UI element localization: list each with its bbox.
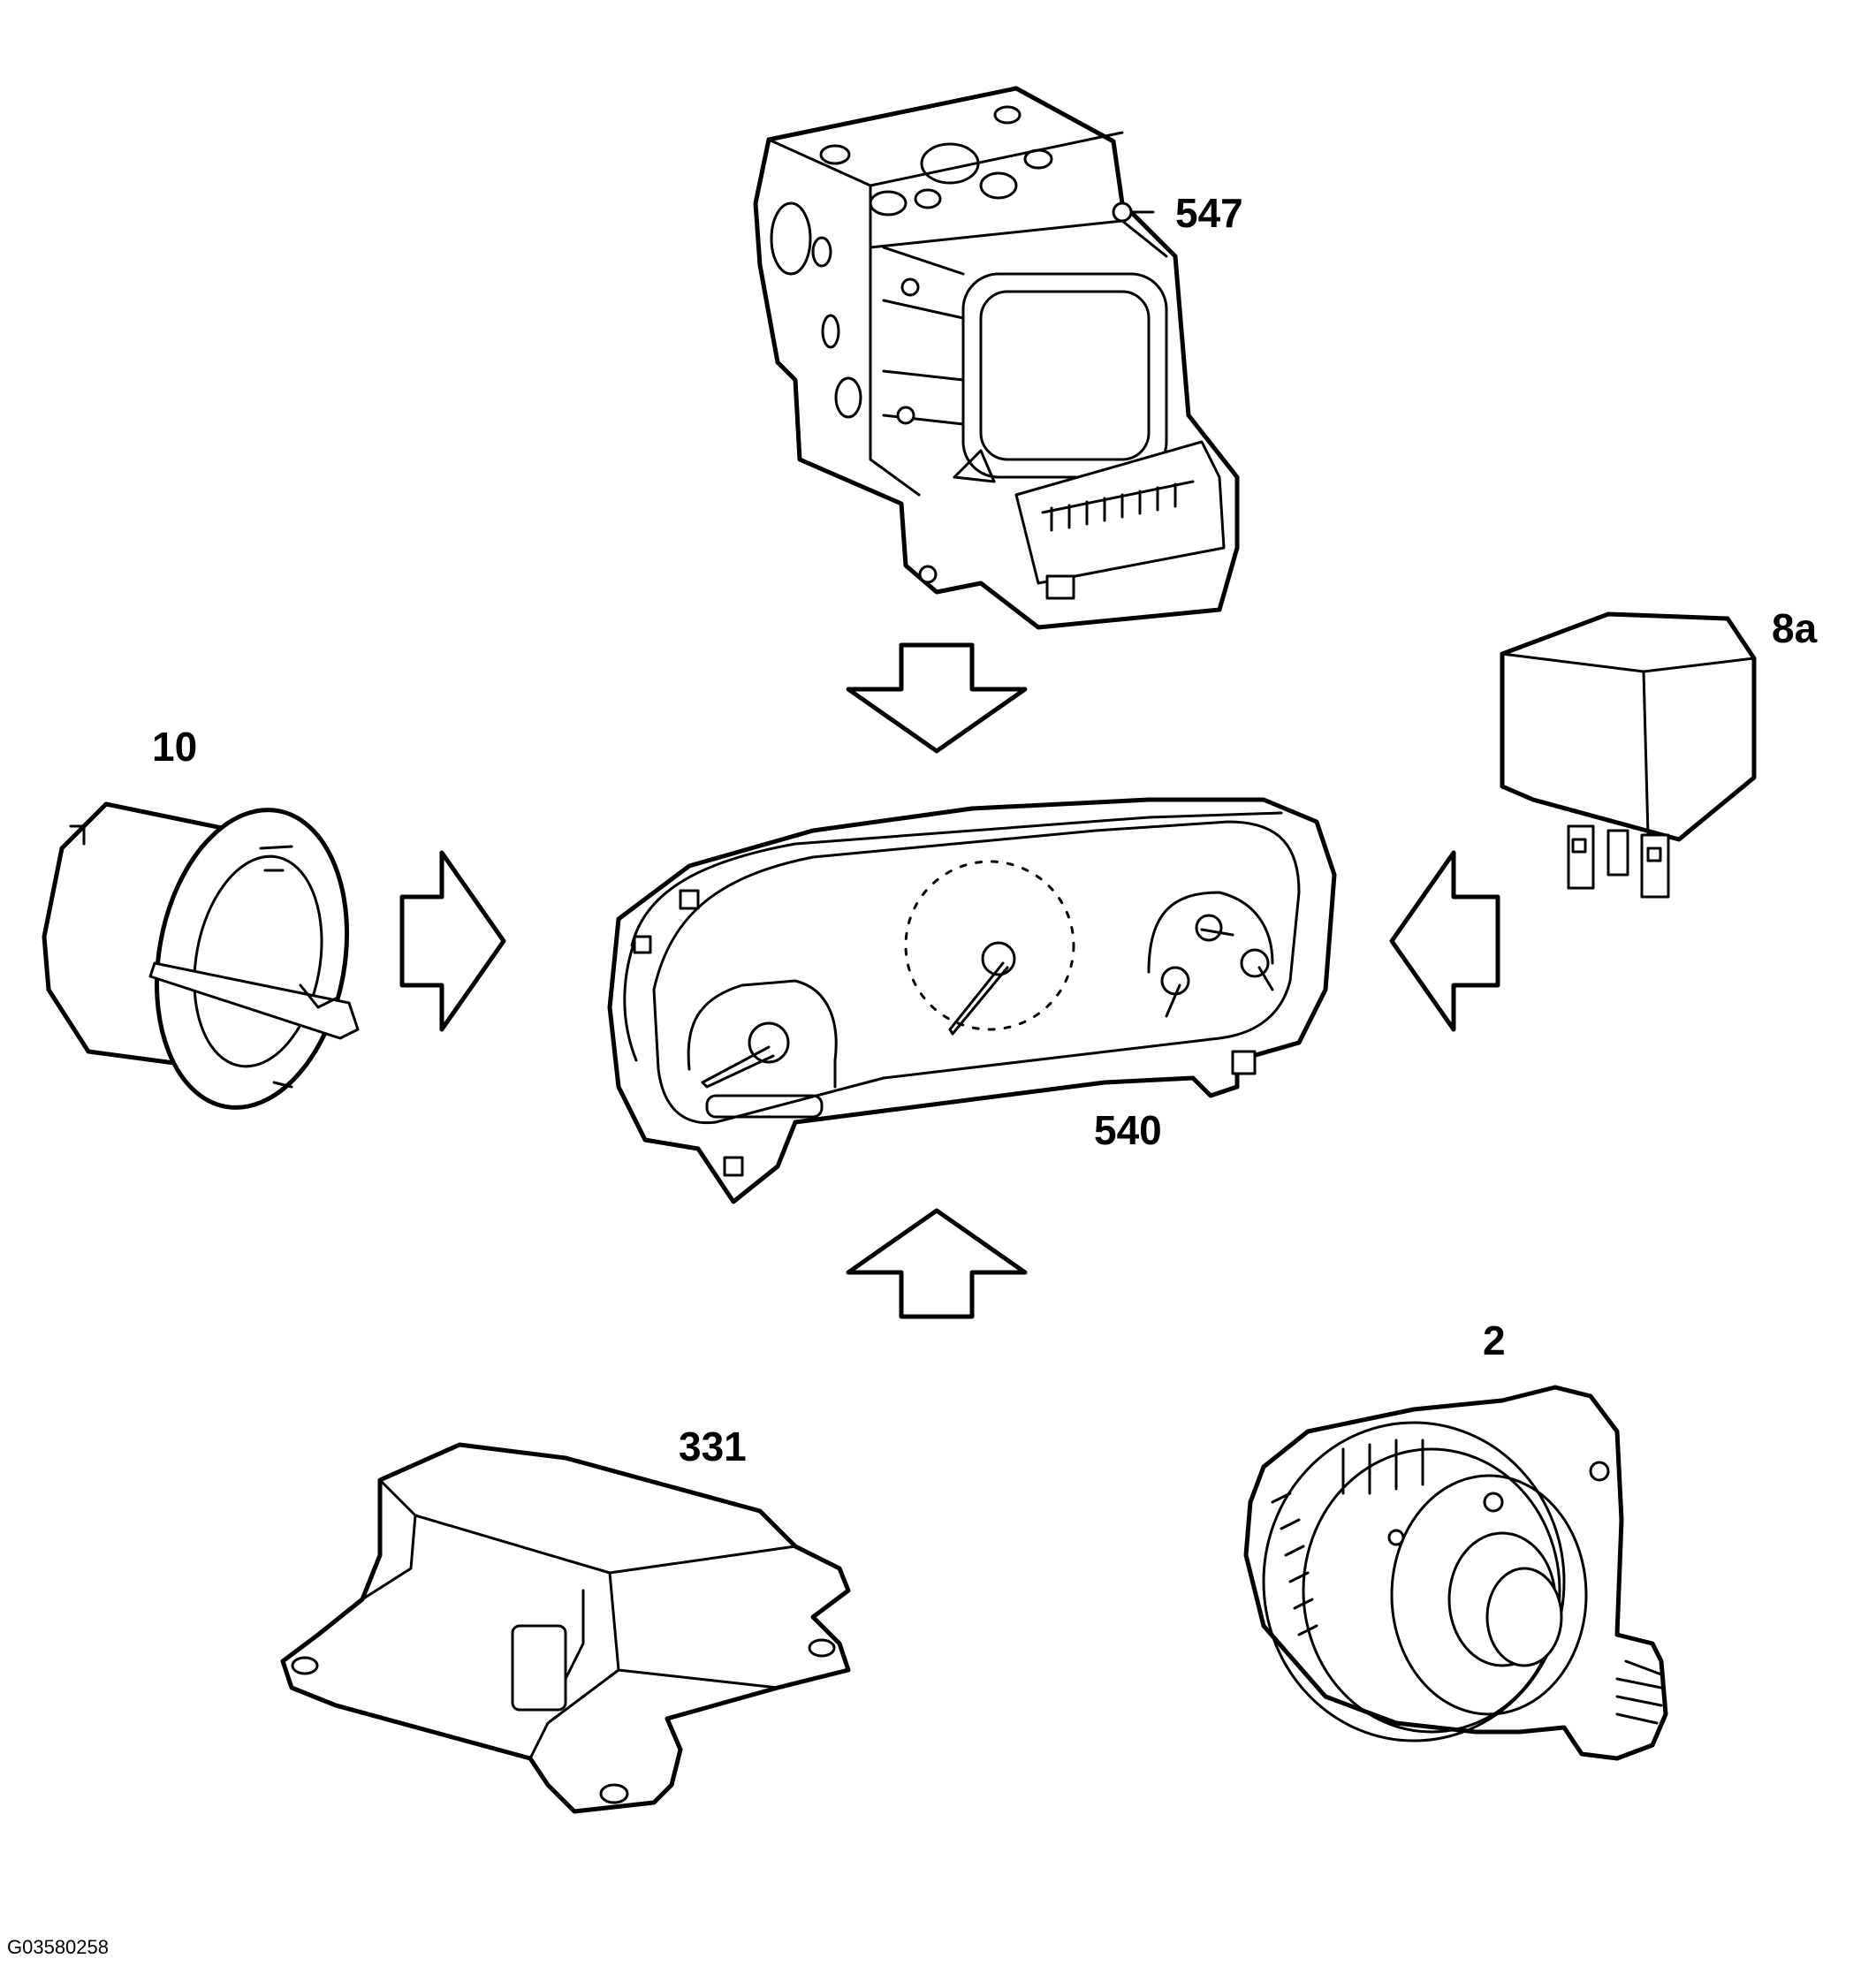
instrument-cluster-illustration: [607, 797, 1337, 1204]
label-8a: 8a: [1772, 605, 1818, 651]
label-540: 540: [1094, 1107, 1162, 1153]
label-10: 10: [152, 724, 198, 770]
reference-code: G03580258: [7, 1936, 109, 1958]
arrow-right: [399, 850, 506, 1032]
arrow-left: [1389, 850, 1500, 1032]
light-switch-illustration: [42, 801, 360, 1110]
label-2: 2: [1483, 1317, 1506, 1363]
relay-illustration: [1500, 611, 1757, 899]
arrow-down: [846, 642, 1028, 754]
label-547: 547: [1175, 190, 1243, 236]
alternator-illustration: [1243, 1385, 1668, 1761]
arrow-up: [846, 1208, 1028, 1319]
abs-module-illustration: [753, 86, 1240, 630]
label-331: 331: [679, 1424, 747, 1469]
airbag-module-illustration: [280, 1442, 851, 1814]
